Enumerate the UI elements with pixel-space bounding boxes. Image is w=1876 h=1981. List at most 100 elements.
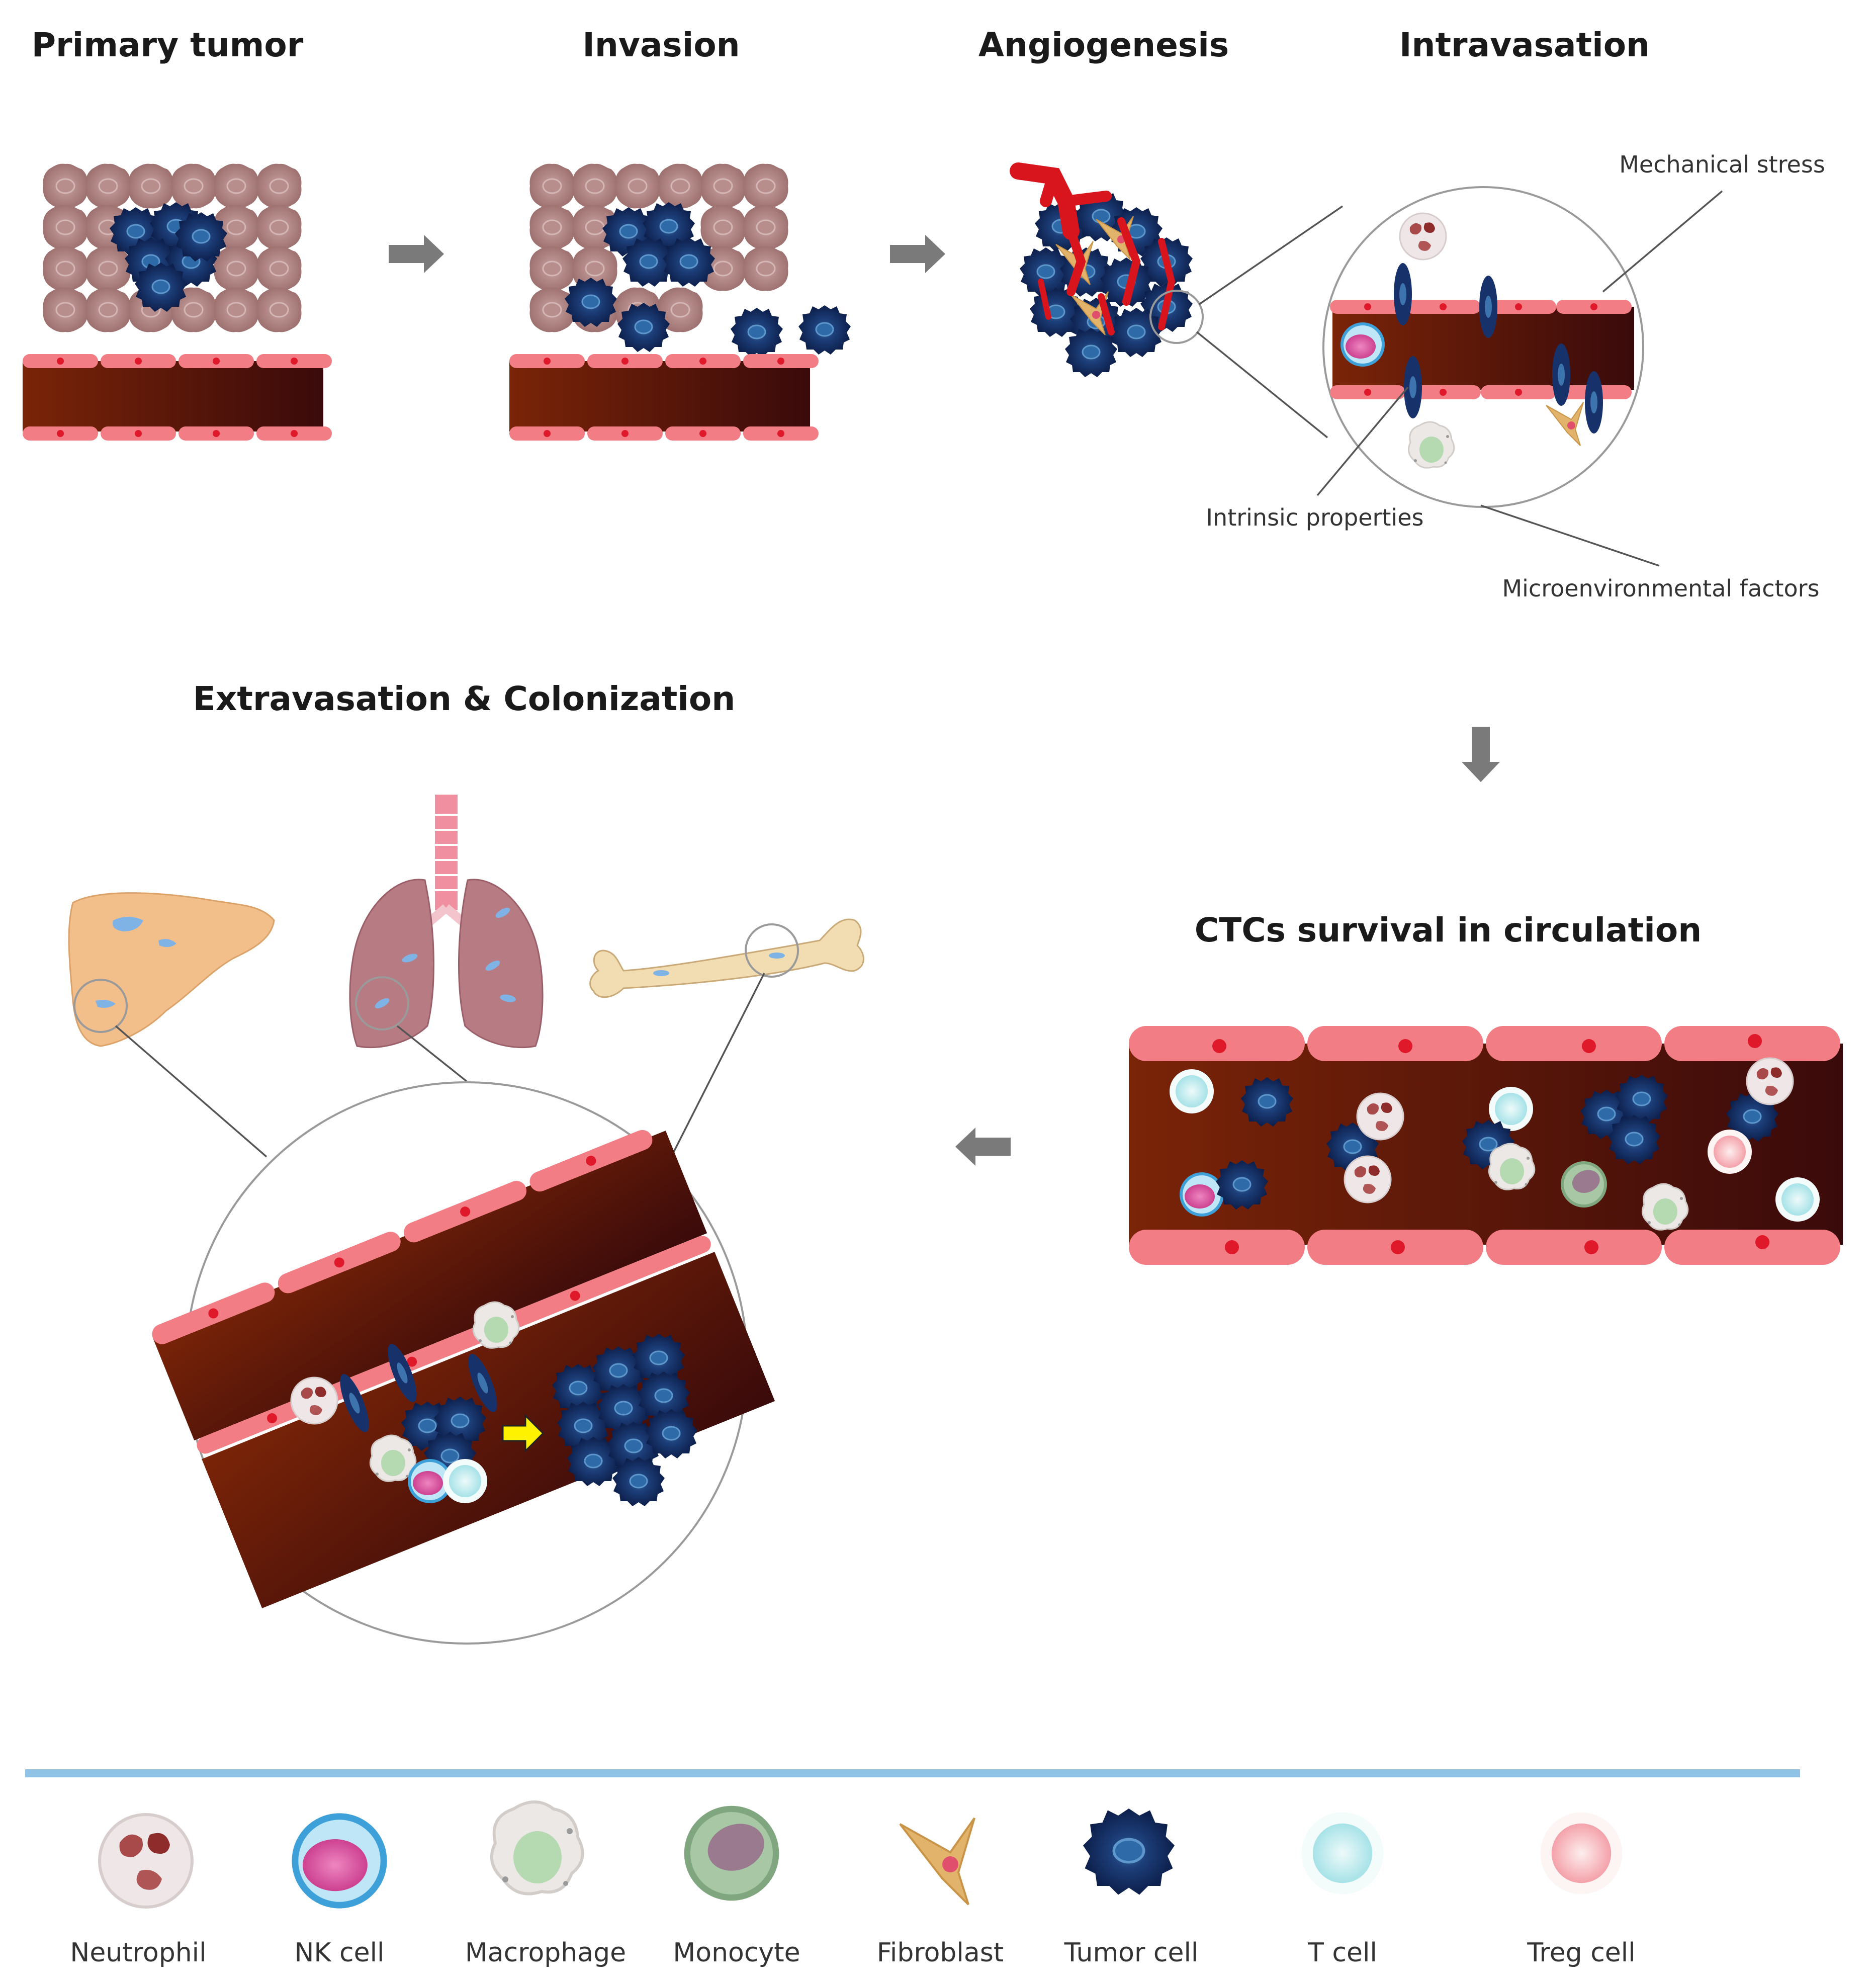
t-cell-icon	[1301, 1812, 1384, 1894]
legend-item-t-cell: T cell	[1301, 1812, 1384, 1968]
nk-cell-icon	[292, 1813, 387, 1909]
intravasating-tumor-cell	[1585, 371, 1603, 434]
normal-cell	[743, 163, 789, 209]
normal-cell	[529, 163, 575, 209]
angiogenesis-panel	[1010, 162, 1343, 439]
normal-cell	[85, 163, 131, 209]
normal-cell	[42, 204, 88, 250]
liver-icon	[68, 892, 275, 1047]
normal-cell	[700, 204, 746, 250]
callout-line-microenvironmental	[1480, 504, 1660, 567]
tumor-cell-icon	[1083, 1808, 1175, 1895]
callout-microenvironmental-factors: Microenvironmental factors	[1502, 575, 1819, 602]
arrow-right-1	[389, 235, 444, 273]
normal-cell	[42, 287, 88, 333]
vascularized-tumor	[1019, 191, 1194, 378]
normal-cell	[42, 245, 88, 292]
normal-cell	[743, 204, 789, 250]
normal-cell	[128, 163, 174, 209]
title-primary-tumor: Primary tumor	[32, 26, 304, 64]
title-ctcs-survival: CTCs survival in circulation	[1195, 911, 1702, 950]
legend-label: Macrophage	[465, 1938, 626, 1968]
extravasation-panel	[68, 795, 864, 1645]
intravasating-tumor-cell	[1404, 356, 1422, 418]
title-extravasation: Extravasation & Colonization	[193, 679, 736, 718]
normal-cell	[170, 163, 217, 209]
normal-cell	[256, 287, 302, 333]
legend-item-tumor-cell: Tumor cell	[1064, 1808, 1199, 1968]
normal-cell	[85, 245, 131, 292]
arrow-right-2	[890, 235, 945, 273]
zoom-line-lower	[1196, 331, 1328, 439]
ctcs-panel	[1129, 1026, 1843, 1265]
normal-cell	[256, 245, 302, 292]
intravasating-tumor-cell	[1552, 343, 1570, 406]
legend-label: Tumor cell	[1064, 1938, 1199, 1968]
neutrophil	[1399, 212, 1447, 261]
angiogenesis-zoom-marker	[1149, 290, 1204, 344]
treg-cell-icon	[1540, 1812, 1623, 1894]
intravasating-tumor-cell	[1479, 276, 1497, 338]
legend-item-treg-cell: Treg cell	[1527, 1812, 1636, 1968]
lungs-icon	[349, 795, 544, 1049]
normal-cell	[85, 287, 131, 333]
neutrophil-icon	[100, 1815, 192, 1907]
nk-cell	[1341, 322, 1385, 367]
macrophage-icon	[492, 1802, 583, 1894]
new-blood-vessels	[1010, 162, 1176, 335]
zoom-line-liver	[115, 1025, 267, 1158]
arrow-left	[955, 1128, 1011, 1166]
normal-cell	[572, 163, 618, 209]
legend-label: Fibroblast	[877, 1938, 1004, 1968]
normal-cell	[256, 163, 302, 209]
normal-cell	[256, 204, 302, 250]
zoom-line-bone	[668, 973, 765, 1162]
monocyte-icon	[684, 1805, 779, 1901]
legend-item-monocyte: Monocyte	[673, 1805, 800, 1968]
intravasation-panel: Mechanical stress Intrinsic properties M…	[1206, 151, 1825, 602]
legend-item-macrophage: Macrophage	[465, 1802, 626, 1968]
legend-item-nk-cell: NK cell	[292, 1813, 387, 1968]
legend-label: Treg cell	[1527, 1938, 1635, 1968]
callout-line-intrinsic-properties	[1316, 386, 1409, 496]
legend-label: Monocyte	[673, 1938, 800, 1968]
callout-intrinsic-properties: Intrinsic properties	[1206, 504, 1423, 531]
title-intravasation: Intravasation	[1399, 26, 1650, 64]
normal-cell	[529, 204, 575, 250]
blood-vessel	[509, 354, 819, 441]
macrophage	[1407, 421, 1455, 469]
colonization-arrow	[502, 1414, 545, 1453]
legend-divider	[25, 1769, 1800, 1777]
normal-cell	[529, 245, 575, 292]
bone-icon	[589, 918, 864, 998]
title-angiogenesis: Angiogenesis	[978, 26, 1229, 64]
extravasating-cells	[290, 1301, 698, 1507]
blood-vessel	[23, 354, 332, 441]
normal-cell	[213, 287, 259, 333]
normal-cell	[657, 163, 703, 209]
legend-label: T cell	[1307, 1938, 1377, 1968]
legend-label: Neutrophil	[70, 1938, 206, 1968]
normal-cell	[743, 245, 789, 292]
primary-tumor-panel	[23, 163, 332, 441]
legend-item-fibroblast: Fibroblast	[877, 1817, 1004, 1968]
invasion-panel	[509, 163, 852, 441]
intravasating-tumor-cell	[1394, 263, 1412, 325]
normal-cell	[42, 163, 88, 209]
normal-cell	[213, 163, 259, 209]
zoom-line-lungs	[396, 1025, 468, 1082]
normal-cell	[614, 163, 661, 209]
legend-label: NK cell	[294, 1938, 384, 1968]
normal-cell	[700, 163, 746, 209]
callout-mechanical-stress: Mechanical stress	[1619, 151, 1825, 178]
arrow-down	[1462, 727, 1500, 782]
zoom-line-upper	[1199, 205, 1343, 305]
title-invasion: Invasion	[582, 26, 740, 64]
legend-item-neutrophil: Neutrophil	[70, 1815, 207, 1968]
fibroblast-icon	[899, 1817, 975, 1906]
callout-line-mechanical-stress	[1602, 190, 1723, 293]
normal-cell	[213, 245, 259, 292]
legend: Neutrophil NK cell Macrophage Monocyte F…	[70, 1802, 1636, 1968]
